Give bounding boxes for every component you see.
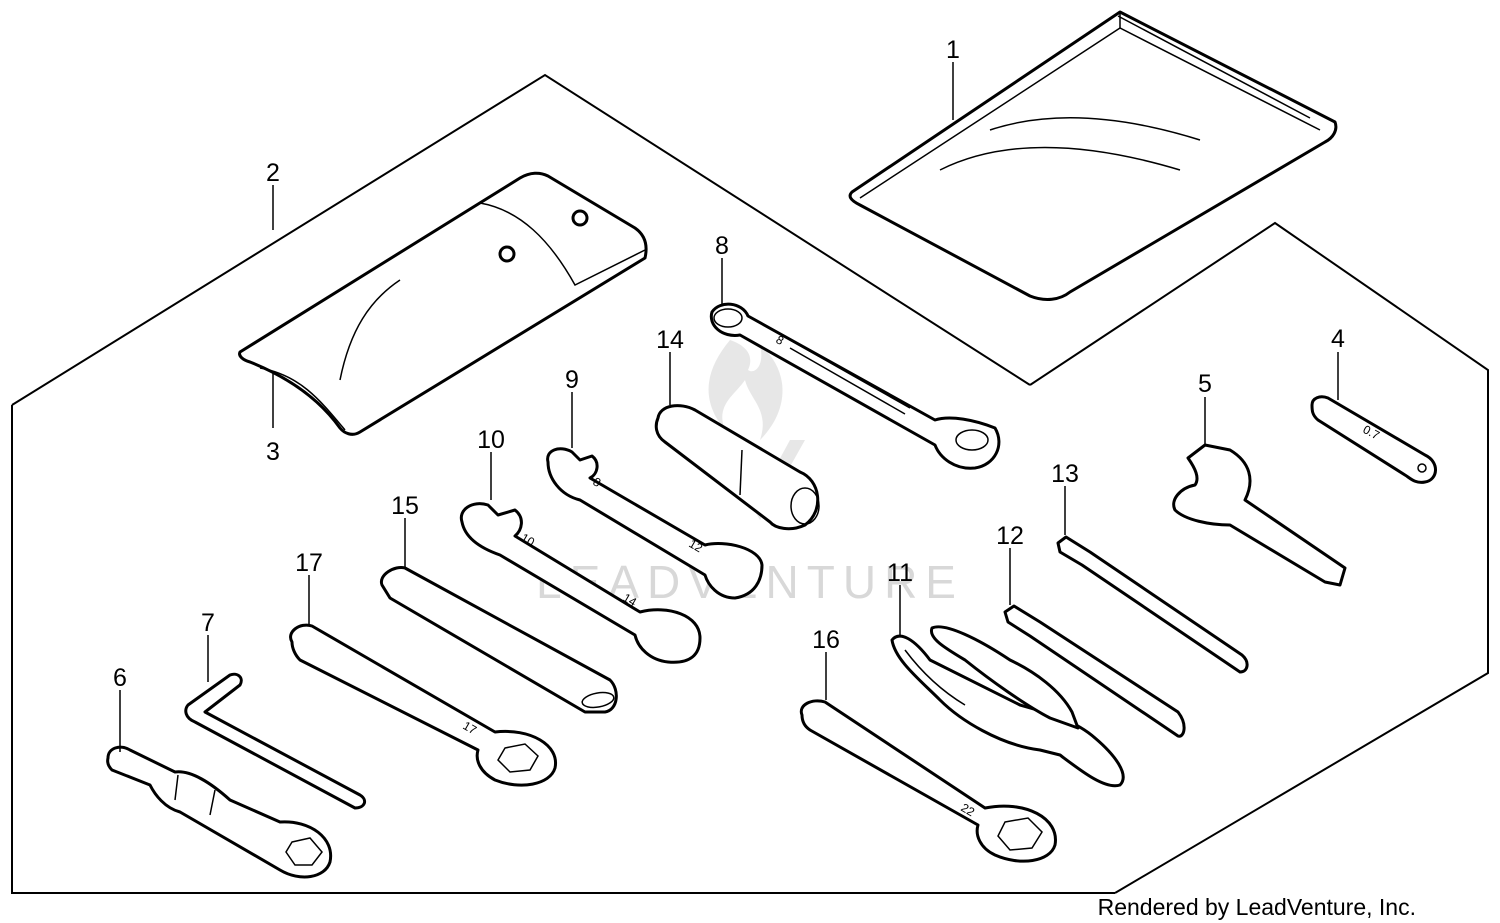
part-1-tool-pouch xyxy=(848,10,1338,301)
callout-14: 14 xyxy=(656,326,684,354)
part-9-open-wrench: 8 12 xyxy=(546,447,764,600)
part-7-hex-key xyxy=(184,672,367,810)
callout-15: 15 xyxy=(391,492,419,520)
callout-labels: 1 2 3 4 5 6 7 8 9 10 11 12 13 14 15 16 1… xyxy=(113,36,1345,692)
part-4-feeler-gauge: 0.7 xyxy=(1310,395,1437,484)
part-14-socket xyxy=(654,404,820,531)
callout-6: 6 xyxy=(113,664,127,692)
part-16-box-spanner: 22 xyxy=(799,699,1057,863)
part-5-pin-spanner xyxy=(1172,443,1347,587)
callout-3: 3 xyxy=(266,438,280,466)
wrench-17-size-stamp: 17 xyxy=(461,718,480,737)
callout-5: 5 xyxy=(1198,370,1212,398)
part-13-screwdriver xyxy=(1056,535,1249,674)
wrench-16-size-stamp: 22 xyxy=(959,800,978,819)
callout-17: 17 xyxy=(295,549,323,577)
part-2-tool-bag xyxy=(238,171,648,436)
wrench-10-size-stamp-a: 10 xyxy=(519,530,538,549)
part-11-pliers xyxy=(890,625,1125,788)
kit-frame-outline xyxy=(11,73,1489,894)
leader-lines xyxy=(119,62,1339,752)
callout-2: 2 xyxy=(266,159,280,187)
part-12-screwdriver xyxy=(1003,604,1186,738)
wrench-9-size-stamp-b: 12 xyxy=(687,536,706,555)
callout-16: 16 xyxy=(812,626,840,654)
callout-1: 1 xyxy=(946,36,960,64)
callout-10: 10 xyxy=(477,426,505,454)
callout-8: 8 xyxy=(715,232,729,260)
callout-9: 9 xyxy=(565,366,579,394)
callout-4: 4 xyxy=(1331,325,1345,353)
callout-12: 12 xyxy=(996,522,1024,550)
part-8-ring-wrench: 8 xyxy=(709,302,1001,470)
callout-7: 7 xyxy=(201,609,215,637)
callout-11: 11 xyxy=(887,559,913,587)
part-10-open-wrench: 10 14 xyxy=(459,502,702,664)
part-17-box-spanner: 17 xyxy=(289,623,557,787)
wrench-10-size-stamp-b: 14 xyxy=(621,590,640,609)
render-credit: Rendered by LeadVenture, Inc. xyxy=(1097,894,1416,920)
part-15-extension-bar xyxy=(379,565,618,714)
part-6-spark-plug-wrench xyxy=(106,745,333,879)
callout-13: 13 xyxy=(1051,460,1079,488)
